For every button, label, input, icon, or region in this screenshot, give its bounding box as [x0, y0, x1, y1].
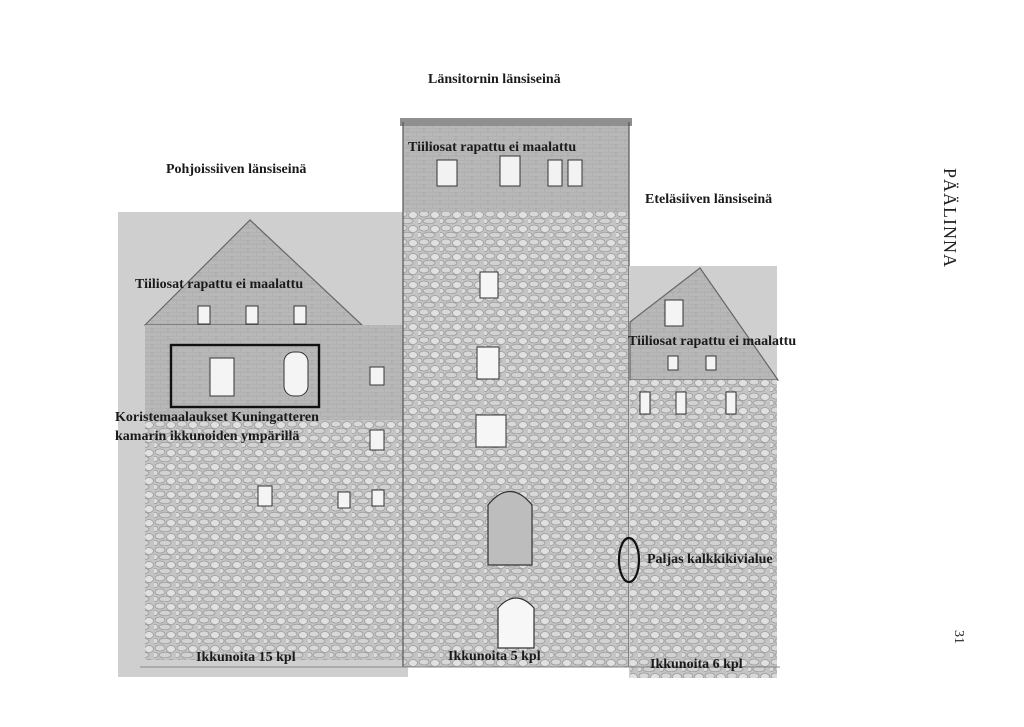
- south-window: [664, 299, 684, 327]
- south-window: [639, 391, 651, 415]
- south-window-count: Ikkunoita 6 kpl: [650, 657, 743, 672]
- north-window-count: Ikkunoita 15 kpl: [196, 650, 296, 665]
- south-window: [667, 355, 679, 371]
- paintings-note-line1: Koristemaalaukset Kuningatteren: [115, 410, 319, 425]
- north-wing-upper-brick: [145, 325, 405, 420]
- limestone-note: Paljas kalkkikivialue: [647, 552, 773, 567]
- north-window: [369, 429, 385, 451]
- tower-top-window: [567, 159, 583, 187]
- tower-top-window: [436, 159, 458, 187]
- tower-window: [476, 346, 500, 380]
- south-brick-note: Tiiliosat rapattu ei maalattu: [628, 334, 797, 349]
- side-title: PÄÄLINNA: [940, 168, 960, 268]
- tower-stone-body: [403, 212, 629, 667]
- tower-top-window: [547, 159, 563, 187]
- west-tower-title: Länsitornin länsiseinä: [428, 72, 561, 87]
- north-brick-note: Tiiliosat rapattu ei maalattu: [135, 277, 304, 292]
- north-window: [337, 491, 351, 509]
- paintings-note-line2: kamarin ikkunoiden ympärillä: [115, 429, 300, 444]
- north-wing-title: Pohjoissiiven länsiseinä: [166, 162, 307, 177]
- tower-brick-note: Tiiliosat rapattu ei maalattu: [408, 140, 577, 155]
- tower-window: [479, 271, 499, 299]
- north-wing-lower-stone: [145, 420, 407, 660]
- tower-top-window: [499, 155, 521, 187]
- south-wing-title: Eteläsiiven länsiseinä: [645, 192, 773, 207]
- queens-chamber-highlight-box: [169, 343, 321, 409]
- limestone-area-marker: [617, 536, 641, 584]
- north-window: [293, 305, 307, 325]
- north-window: [257, 485, 273, 507]
- south-wing-stone: [630, 380, 777, 678]
- north-window: [283, 351, 309, 397]
- tower-parapet: [400, 118, 632, 126]
- south-wing-gable: [629, 267, 780, 381]
- tower-window: [475, 414, 507, 448]
- south-window: [725, 391, 737, 415]
- north-window: [197, 305, 211, 325]
- north-window: [369, 366, 385, 386]
- south-window: [675, 391, 687, 415]
- north-window: [371, 489, 385, 507]
- tower-window-count: Ikkunoita 5 kpl: [448, 649, 541, 664]
- tower-door: [497, 597, 535, 649]
- page-number: 31: [951, 630, 966, 644]
- north-window: [209, 357, 235, 397]
- north-window: [245, 305, 259, 325]
- south-window: [705, 355, 717, 371]
- tower-arched-niche: [487, 490, 533, 566]
